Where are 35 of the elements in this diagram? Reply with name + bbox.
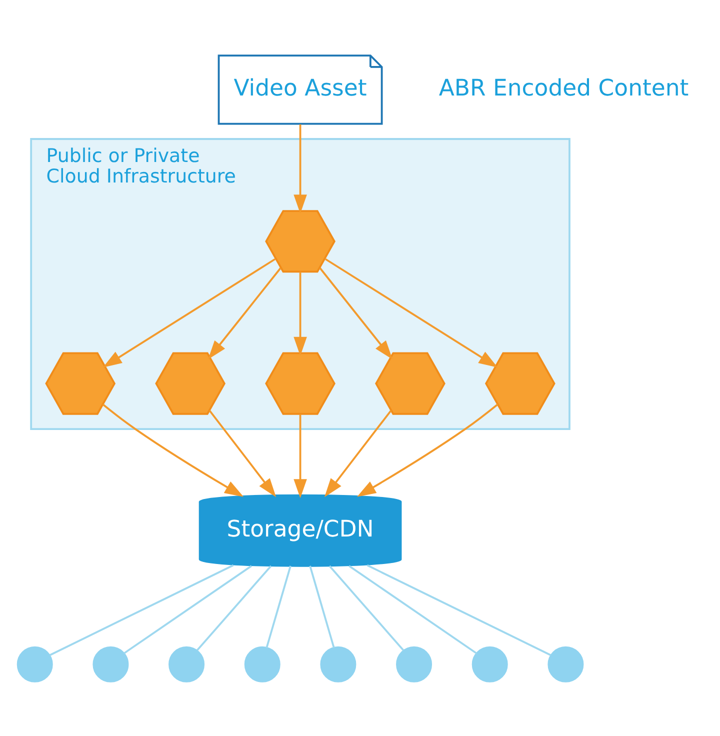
node-hexagon <box>45 352 116 414</box>
node-circle <box>396 646 432 682</box>
connector <box>49 564 234 656</box>
connector <box>328 564 404 651</box>
connector <box>123 564 252 654</box>
arrow <box>324 409 392 497</box>
arrow <box>102 403 244 496</box>
connector <box>309 565 335 648</box>
arrow <box>208 266 282 359</box>
node-circle <box>244 646 280 682</box>
connector <box>348 564 478 654</box>
cluster: Public or Private Cloud Infrastructure <box>30 138 570 430</box>
arrow <box>294 271 307 356</box>
node-circle <box>320 646 356 682</box>
node-circle <box>472 646 508 682</box>
node-hexagon <box>265 352 336 414</box>
arrow <box>319 266 393 359</box>
arrow <box>294 414 307 498</box>
arrow <box>294 124 307 214</box>
node-hexagon <box>155 352 226 414</box>
connector <box>366 564 552 656</box>
connector <box>266 565 292 648</box>
node-hexagon <box>375 352 446 414</box>
node-circle <box>548 646 584 682</box>
node-circle <box>168 646 205 682</box>
node-hexagon <box>265 210 336 272</box>
connector <box>196 564 272 651</box>
arrow <box>325 258 498 367</box>
arrow <box>356 403 498 496</box>
arrow <box>102 258 276 367</box>
node-circle <box>16 646 53 682</box>
label: ABR Encoded Content <box>438 75 689 102</box>
node-hexagon <box>484 352 556 414</box>
node-circle <box>92 646 129 682</box>
arrow <box>208 409 276 497</box>
